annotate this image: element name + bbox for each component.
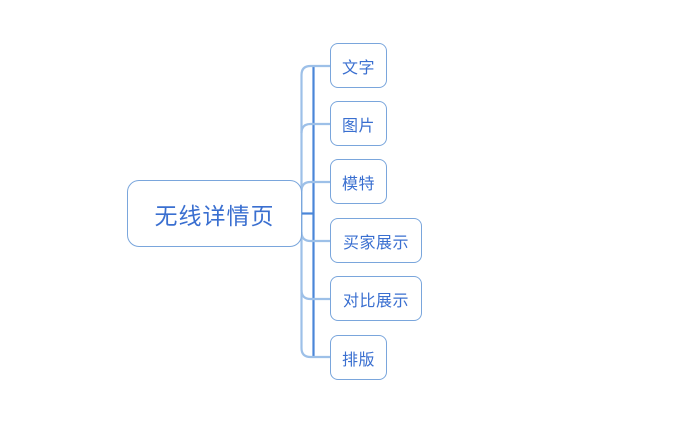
connector-branch-2 [300, 180, 330, 192]
mindmap-root-node[interactable]: 无线详情页 [127, 180, 302, 247]
mindmap-child-label-5: 排版 [341, 351, 375, 369]
mindmap-child-node-3[interactable]: 买家展示 [330, 218, 422, 263]
mindmap-child-label-4: 对比展示 [342, 292, 409, 310]
mindmap-child-node-4[interactable]: 对比展示 [330, 276, 422, 321]
mindmap-child-node-1[interactable]: 图片 [330, 101, 387, 146]
mindmap-child-label-0: 文字 [341, 59, 375, 77]
connector-branch-1 [300, 122, 330, 134]
mindmap-child-node-5[interactable]: 排版 [330, 335, 387, 380]
mindmap-child-label-1: 图片 [341, 117, 375, 135]
connector-branch-4 [300, 289, 330, 301]
connector-branch-5 [300, 347, 330, 359]
mindmap-child-label-2: 模特 [341, 175, 375, 193]
mindmap-child-node-0[interactable]: 文字 [330, 43, 387, 88]
mindmap-child-label-3: 买家展示 [342, 234, 409, 252]
connector-branch-3 [300, 231, 330, 243]
mindmap-root-label: 无线详情页 [154, 202, 275, 229]
connector-branch-0 [300, 64, 330, 76]
mindmap-child-node-2[interactable]: 模特 [330, 159, 387, 204]
